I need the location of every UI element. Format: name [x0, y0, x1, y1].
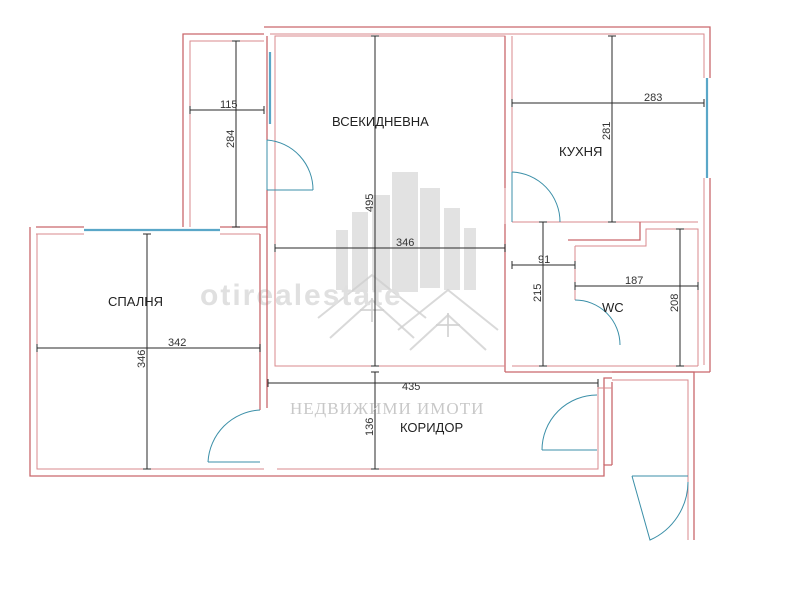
dim-label-283: 283 — [644, 92, 662, 104]
room-label-bedroom: СПАЛНЯ — [108, 294, 163, 309]
watermark-logo — [317, 172, 499, 351]
room-label-wc: WC — [602, 300, 624, 315]
room-label-living: ВСЕКИДНЕВНА — [332, 114, 429, 129]
dim-label-342: 342 — [168, 337, 186, 349]
dim-label-346-bedroom: 346 — [136, 350, 148, 368]
dim-label-187: 187 — [625, 275, 643, 287]
room-label-kitchen: КУХНЯ — [559, 144, 602, 159]
dim-label-346-living: 346 — [396, 237, 414, 249]
dim-label-115: 115 — [220, 99, 238, 111]
watermark-brand: otirealestate — [200, 279, 403, 312]
dim-label-495: 495 — [364, 194, 376, 212]
windows — [84, 52, 709, 232]
dimension-lines — [36, 35, 705, 470]
dim-label-91: 91 — [538, 254, 550, 266]
dim-label-435: 435 — [402, 381, 420, 393]
walls — [29, 26, 711, 540]
dim-label-284: 284 — [225, 130, 237, 148]
dim-label-215: 215 — [532, 284, 544, 302]
doors — [207, 139, 689, 541]
dim-label-136: 136 — [364, 418, 376, 436]
watermark-tagline: НЕДВИЖИМИ ИМОТИ — [290, 399, 484, 418]
dim-label-208: 208 — [669, 294, 681, 312]
dim-label-281: 281 — [601, 122, 613, 140]
room-label-corridor: КОРИДОР — [400, 420, 463, 435]
